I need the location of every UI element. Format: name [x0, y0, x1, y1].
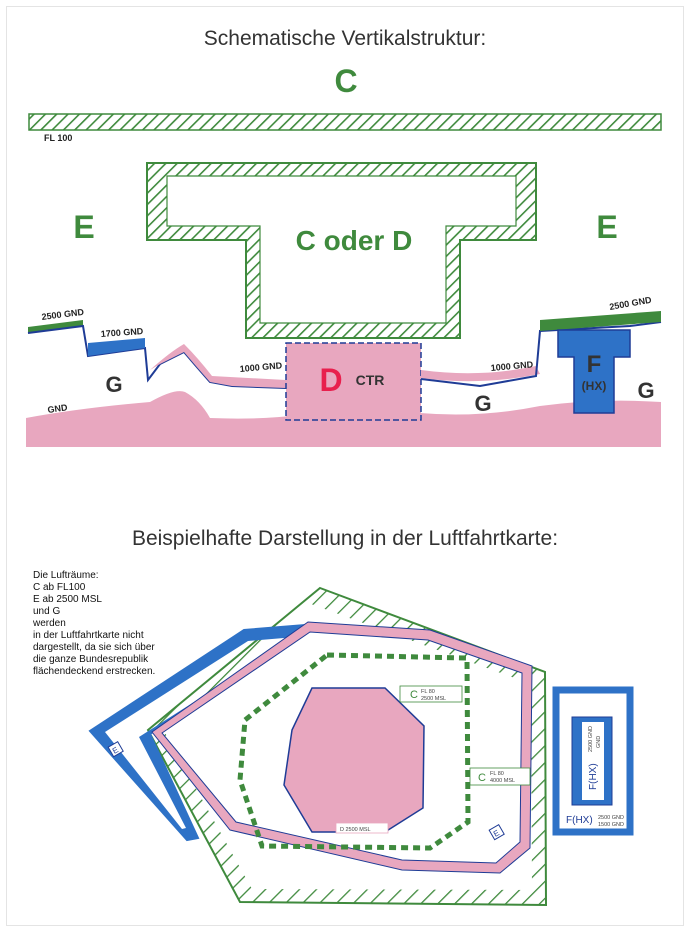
hx-bottom-bottom: 1500 GND	[598, 822, 624, 828]
hx-bottom-top: 2500 GND	[598, 815, 624, 821]
class-c-dashed-boundary	[237, 652, 471, 851]
gnd-label: GND	[47, 402, 69, 415]
c-right-letter: C	[478, 772, 486, 784]
c-oder-d-inner	[166, 175, 517, 324]
ctr-letter: D	[319, 362, 342, 398]
class-e-right-label: E	[596, 209, 617, 245]
note-line: werden	[32, 618, 66, 629]
c-oder-d-label: C oder D	[296, 225, 413, 256]
left-2500-strip	[28, 320, 83, 333]
class-g-right-label: G	[637, 378, 654, 403]
e-marker-left-text: E	[111, 745, 120, 755]
hx-vertical-label: F(HX)	[588, 763, 599, 790]
e-airspace-band	[90, 624, 318, 840]
gnd-2500-left-label: 2500 GND	[41, 307, 85, 322]
note-line: flächendeckend erstrecken.	[33, 666, 155, 677]
class-c-top-label: C	[334, 63, 357, 99]
left-pink-strip	[150, 344, 286, 388]
class-g-left-label: G	[105, 372, 122, 397]
c-upper-bottom: 2500 MSL	[421, 696, 446, 702]
hx-label: (HX)	[582, 379, 607, 393]
hx-letter: F	[587, 351, 602, 378]
right-2500-strip	[540, 311, 661, 331]
ctr-label: CTR	[356, 372, 385, 388]
gnd-2500-right-label: 2500 GND	[609, 295, 653, 312]
pink-airspace-band	[151, 621, 533, 874]
note-line: E ab 2500 MSL	[33, 594, 102, 605]
c-label-right: C FL 80 4000 MSL	[469, 767, 531, 786]
ctr-octagon	[283, 687, 425, 833]
c-label-upper: C FL 80 2500 MSL	[399, 685, 463, 703]
c-right-bottom: 4000 MSL	[490, 778, 515, 784]
hx-panel: F(HX) 2500 GND GND F(HX) 2500 GND 1500 G…	[552, 686, 634, 836]
fl100-label: FL 100	[44, 133, 72, 143]
c-upper-letter: C	[410, 689, 418, 701]
ctr-box	[285, 342, 422, 421]
note-line: dargestellt, da sie sich über	[33, 642, 155, 653]
hx-vertical-top: 2500 GND	[588, 726, 594, 752]
hx-vertical-bottom: GND	[596, 736, 602, 748]
fl100-hatched-band	[28, 113, 662, 131]
e-marker-left: E	[107, 740, 124, 758]
hx-bottom-label: F(HX)	[566, 815, 593, 826]
note-text: Die Lufträume: C ab FL100 E ab 2500 MSL …	[32, 570, 158, 677]
note-line: Die Lufträume:	[33, 570, 99, 581]
class-e-left-label: E	[73, 209, 94, 245]
hx-airspace	[557, 329, 631, 414]
ctr-bottom-text: D 2500 MSL	[340, 827, 371, 833]
note-line: C ab FL100	[33, 582, 86, 593]
e-marker-right: E	[488, 823, 505, 841]
class-g-middle-label: G	[474, 391, 491, 416]
gnd-1000-left-label: 1000 GND	[239, 360, 283, 374]
right-ground-profile-line	[420, 321, 662, 388]
gnd-1700-label: 1700 GND	[100, 326, 144, 339]
c-right-top: FL 80	[490, 771, 504, 777]
bottom-title: Beispielhafte Darstellung in der Luftfah…	[132, 527, 558, 550]
note-line: in der Luftfahrtkarte nicht	[33, 630, 144, 641]
note-line: die ganze Bundesrepublik	[33, 654, 149, 665]
c-upper-top: FL 80	[421, 689, 435, 695]
gnd-1000-right-label: 1000 GND	[490, 359, 534, 373]
top-title: Schematische Vertikalstruktur:	[204, 27, 486, 50]
e-marker-right-text: E	[492, 828, 501, 838]
ctr-bottom-label: D 2500 MSL	[335, 822, 389, 834]
note-line: und G	[33, 606, 60, 617]
1700-gnd-box	[88, 338, 145, 356]
page-frame	[6, 6, 684, 926]
right-pink-strip	[421, 366, 540, 382]
